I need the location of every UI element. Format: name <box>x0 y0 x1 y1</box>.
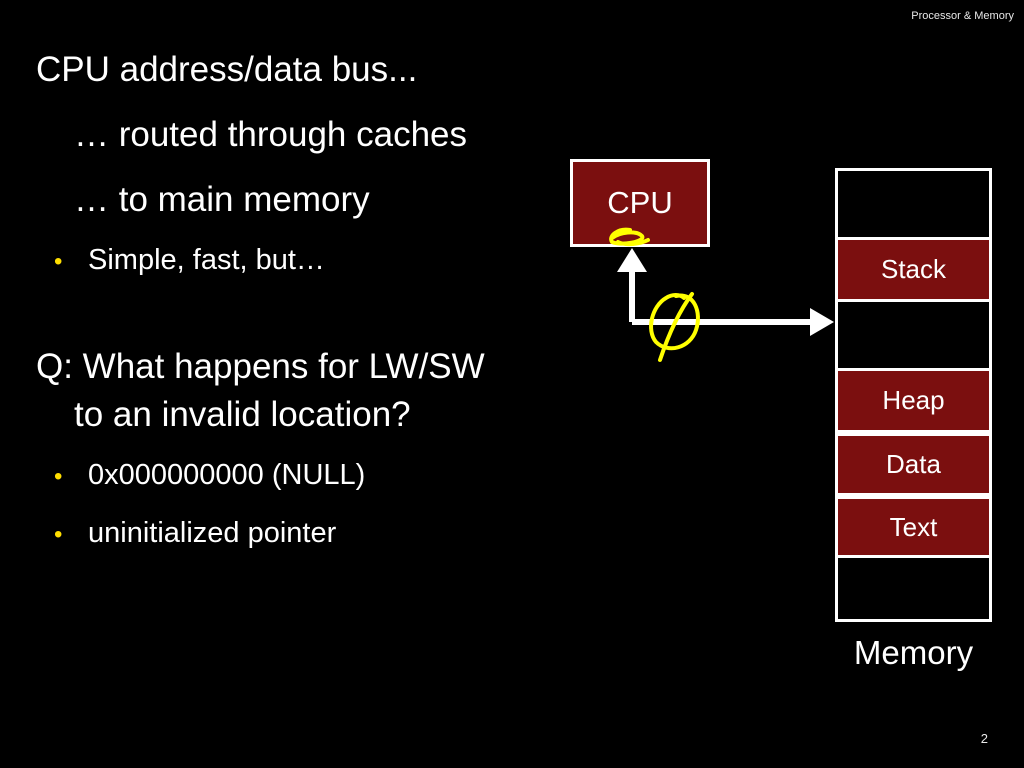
memory-segment-heap: Heap <box>835 368 992 433</box>
main-point: CPU address/data bus... <box>36 50 418 89</box>
bullet-null: • 0x000000000 (NULL) <box>54 456 596 496</box>
segment-label: Stack <box>880 254 947 284</box>
slide-content: CPU address/data bus... … routed through… <box>36 46 596 554</box>
bullet-text: Simple, fast, but… <box>88 244 325 276</box>
segment-label: Heap <box>882 385 945 415</box>
memory-segment-data: Data <box>835 433 992 496</box>
header-title: Processor & Memory <box>911 10 1014 22</box>
slide-number: 2 <box>980 731 988 746</box>
cpu-label: CPU <box>607 185 673 220</box>
handwritten-e-annotation <box>609 227 650 247</box>
bullet-uninitialized: • uninitialized pointer <box>54 514 596 554</box>
memory-segment-stack: Stack <box>835 237 992 302</box>
bullet-icon: • <box>54 521 63 548</box>
segment-label: Text <box>889 511 938 542</box>
bullet-icon: • <box>54 248 63 275</box>
memory-segment-text: Text <box>835 496 992 558</box>
bullet-text: uninitialized pointer <box>88 517 337 549</box>
question-line-1: Q: What happens for LW/SW <box>36 347 485 386</box>
memory-label: Memory <box>853 634 974 671</box>
segment-label: Data <box>886 449 941 479</box>
sub-point-memory: … to main memory <box>74 180 370 219</box>
sub-point-caches: … routed through caches <box>74 115 468 154</box>
bullet-text: 0x000000000 (NULL) <box>88 459 366 491</box>
arrow-up-icon <box>617 248 647 272</box>
bullet-simple-fast: • Simple, fast, but… <box>54 241 596 281</box>
bullet-icon: • <box>54 463 63 490</box>
question-line-2: to an invalid location? <box>74 395 411 434</box>
arrow-right-icon <box>810 308 834 336</box>
handwritten-zero-annotation <box>649 292 700 362</box>
